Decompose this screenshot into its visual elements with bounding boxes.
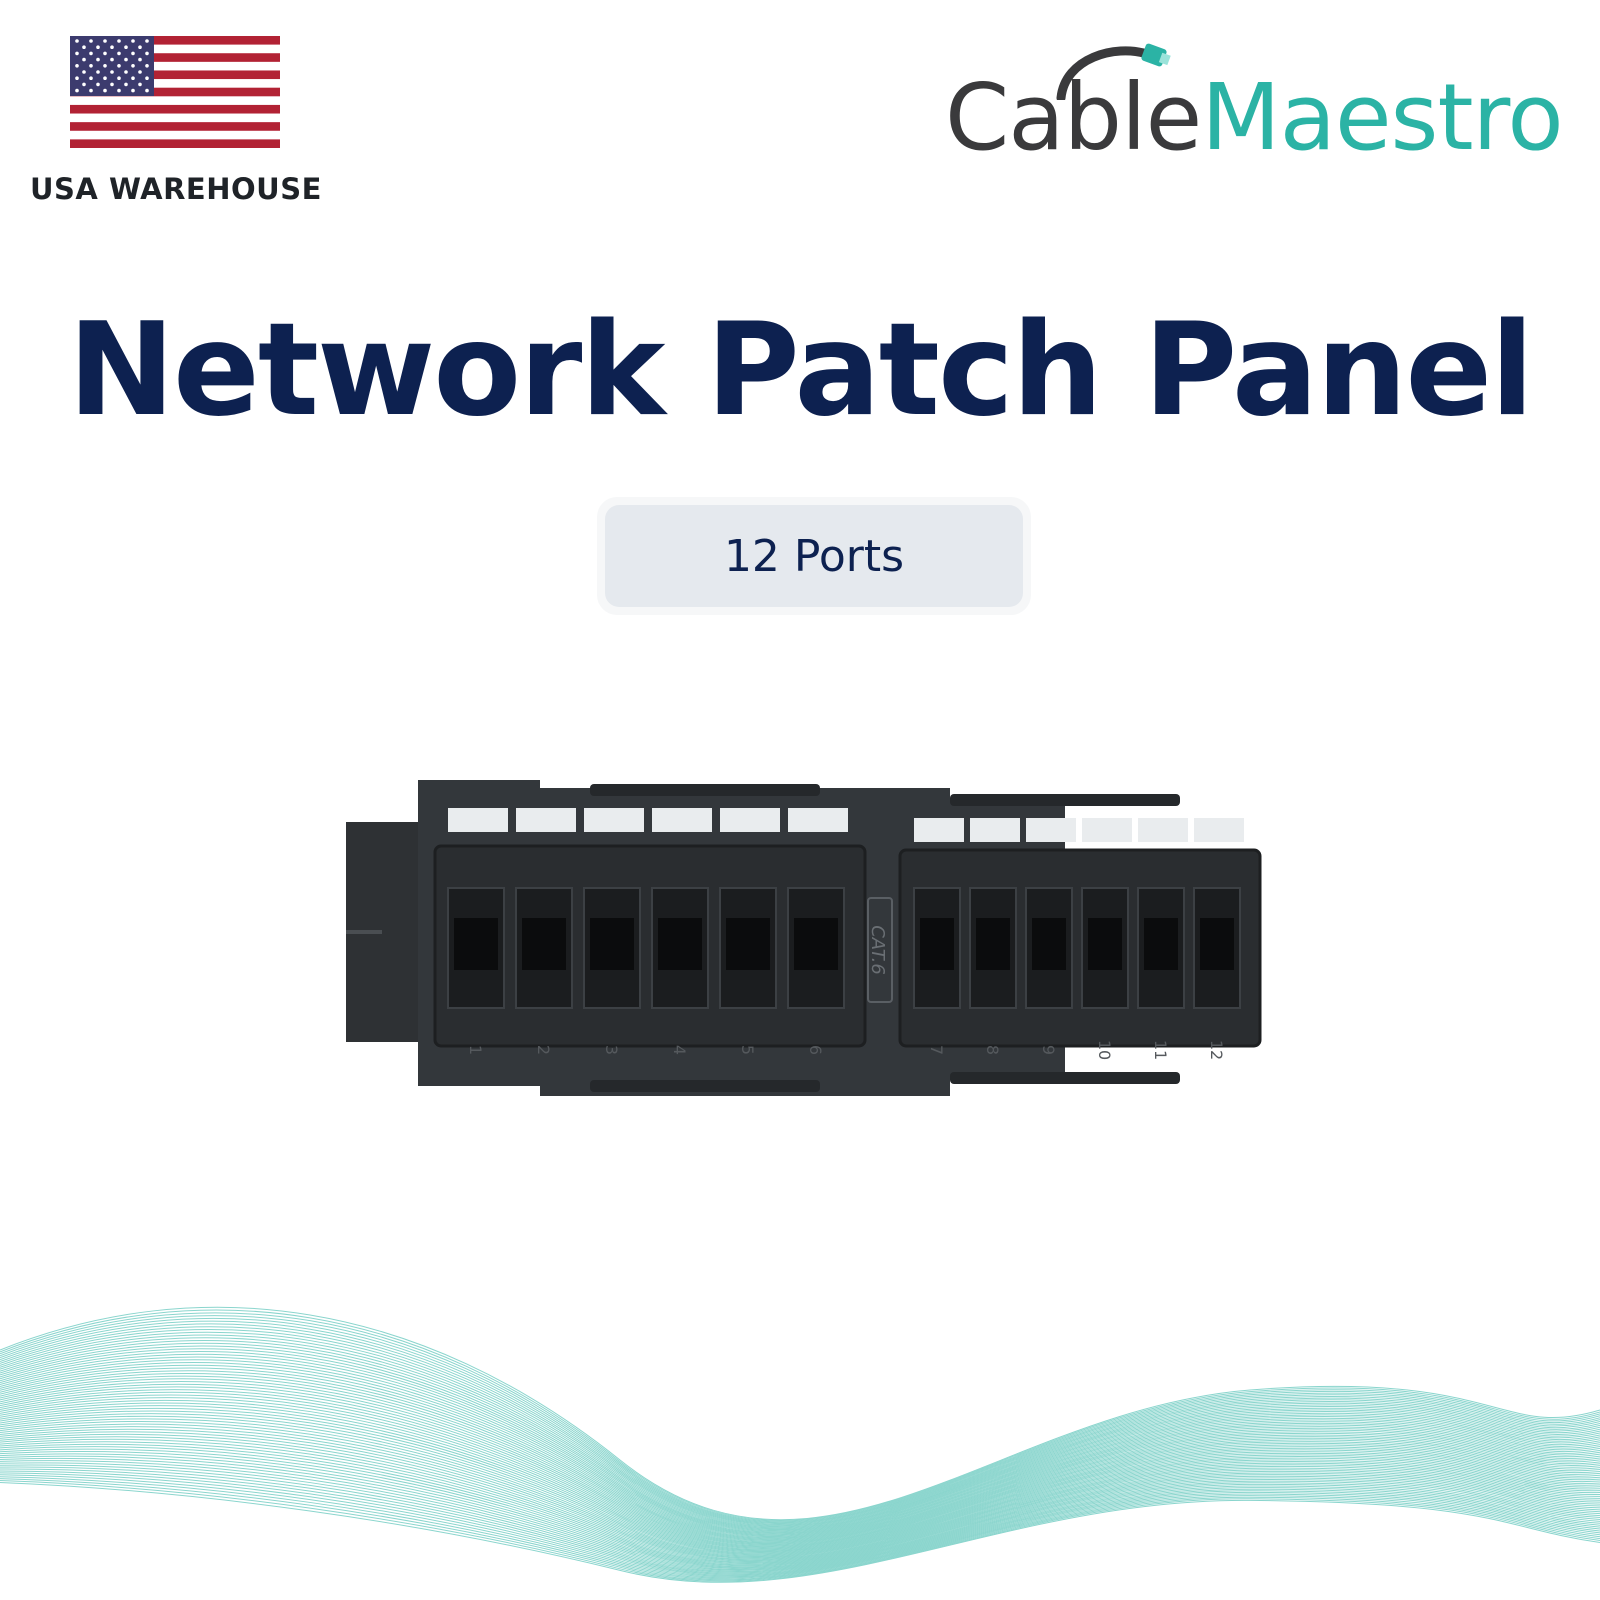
logo-text-cable: Cable — [945, 64, 1202, 171]
rj45-jack — [726, 918, 770, 970]
cablemaestro-logo: CableMaestro — [945, 40, 1564, 170]
port-label-strip — [914, 818, 964, 842]
port-label-strip — [720, 808, 780, 832]
port-label-strip — [584, 808, 644, 832]
port-number: 7 — [927, 1045, 946, 1055]
port-label-strip — [516, 808, 576, 832]
port-label-strip — [1194, 818, 1244, 842]
rj45-jack — [1200, 918, 1234, 970]
port-number: 9 — [1039, 1045, 1058, 1055]
port-label-strip — [448, 808, 508, 832]
usa-warehouse-badge: USA WAREHOUSE — [30, 36, 322, 206]
cat6-label: CAT.6 — [867, 925, 888, 975]
rj45-jack — [522, 918, 566, 970]
port-number: 11 — [1151, 1040, 1170, 1060]
logo-text: CableMaestro — [945, 72, 1564, 164]
port-label-strip — [788, 808, 848, 832]
page-title: Network Patch Panel — [67, 296, 1534, 445]
port-label-strip — [652, 808, 712, 832]
rj45-jack — [658, 918, 702, 970]
port-number: 6 — [806, 1045, 825, 1055]
port-number: 8 — [983, 1045, 1002, 1055]
port-number: 12 — [1207, 1040, 1226, 1060]
port-label-strip — [970, 818, 1020, 842]
rj45-jack — [1032, 918, 1066, 970]
rj45-jack — [590, 918, 634, 970]
port-count-badge: 12 Ports — [597, 497, 1031, 615]
rj45-jack — [454, 918, 498, 970]
rj45-jack — [976, 918, 1010, 970]
port-label-strip — [1082, 818, 1132, 842]
port-label-strip — [1138, 818, 1188, 842]
rj45-jack — [794, 918, 838, 970]
rj45-ports — [447, 887, 1241, 1009]
port-number: 1 — [466, 1045, 485, 1055]
rj45-jack — [1144, 918, 1178, 970]
port-label-strip — [1026, 818, 1076, 842]
logo-text-maestro: Maestro — [1201, 64, 1563, 171]
port-label-strips — [448, 808, 1244, 842]
port-number: 4 — [670, 1045, 689, 1055]
cable-plug-icon — [1056, 43, 1171, 100]
warehouse-label: USA WAREHOUSE — [30, 172, 322, 206]
port-number: 3 — [602, 1045, 621, 1055]
port-number: 2 — [534, 1045, 553, 1055]
teal-wave-decoration — [0, 1306, 1600, 1583]
port-count-label: 12 Ports — [605, 505, 1023, 607]
port-number: 5 — [738, 1045, 757, 1055]
rj45-jack — [920, 918, 954, 970]
us-flag-icon — [70, 36, 280, 148]
port-number: 10 — [1095, 1040, 1114, 1060]
rj45-jack — [1088, 918, 1122, 970]
